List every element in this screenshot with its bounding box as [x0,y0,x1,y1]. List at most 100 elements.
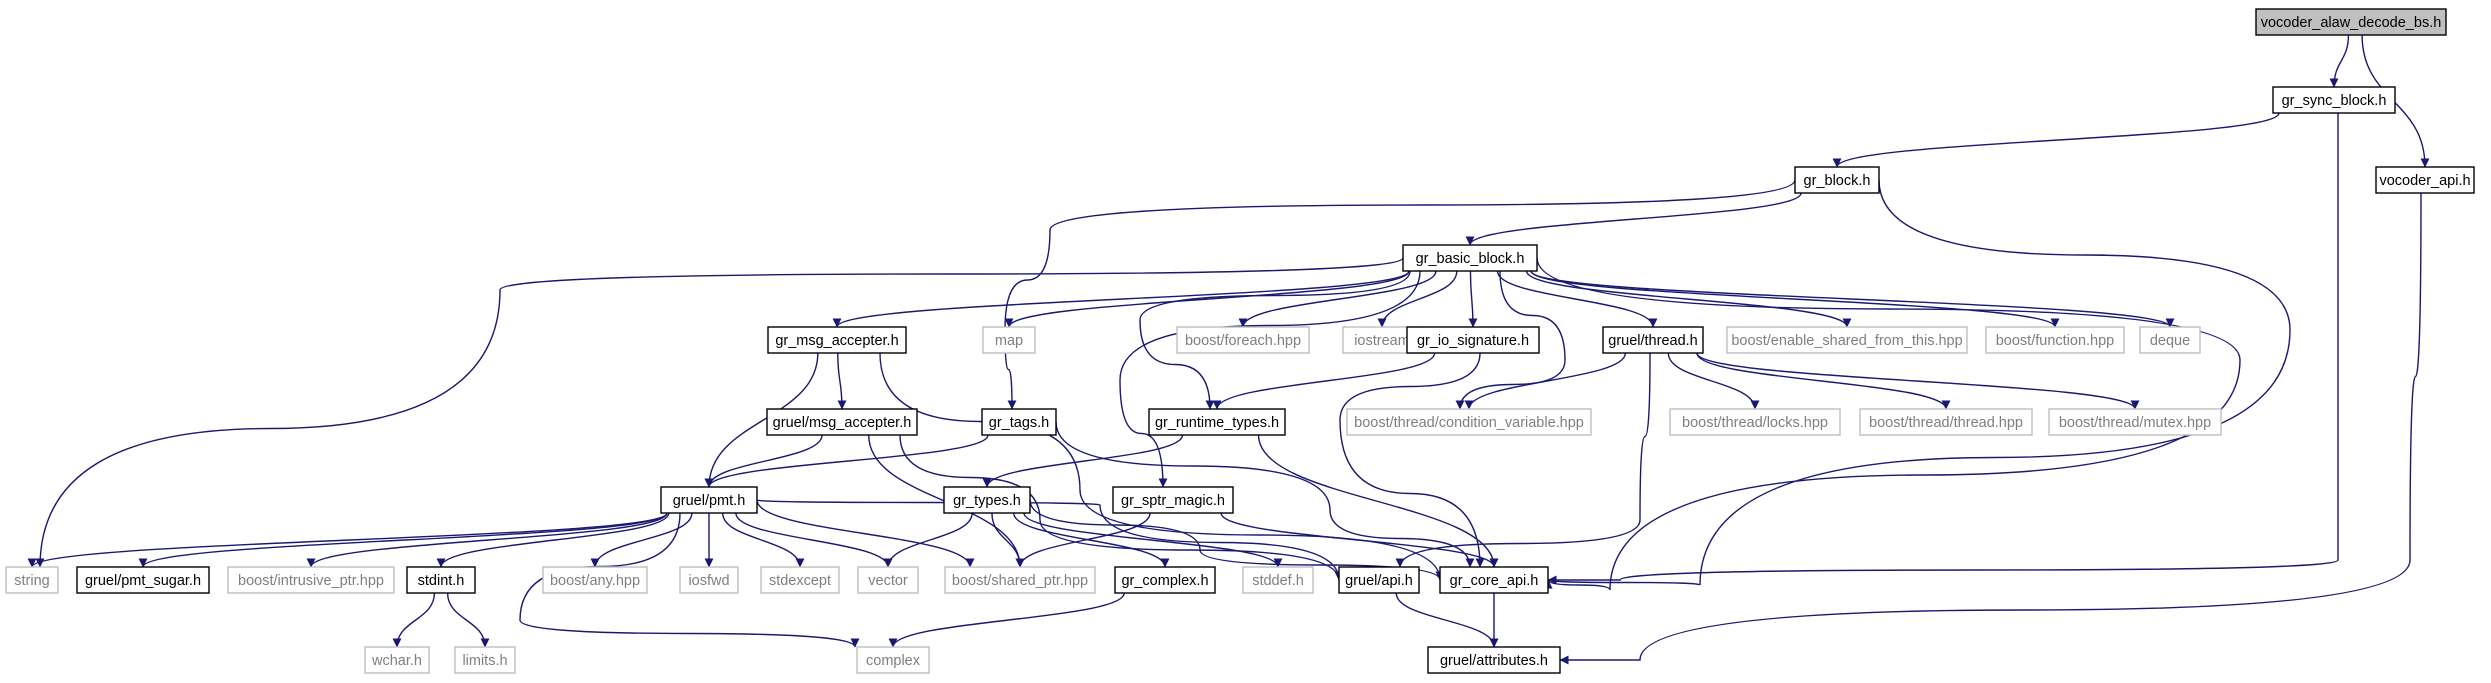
node-box [1176,326,1310,354]
edge-gr_msg_accepter_h-to-gr_core_api_h [879,352,1445,581]
edge-gr_runtime_types_h-to-gr_core_api_h [1257,434,1499,568]
node-stdexcept: stdexcept [760,566,840,594]
edge-gr_basic_block_h-to-boost_enable_shared_from_this_hpp [1525,270,1852,328]
node-vocoder_alaw_decode_bs_h[interactable]: vocoder_alaw_decode_bs.h [2255,8,2447,36]
node-label: stdint.h [418,573,465,589]
node-gruel_pmt_sugar_h[interactable]: gruel/pmt_sugar.h [76,566,210,594]
node-gruel_msg_accepter_h[interactable]: gruel/msg_accepter.h [766,408,918,436]
node-label: gr_io_signature.h [1417,333,1529,349]
edge-gr_types_h-to-gr_complex_h [1013,512,1170,568]
node-label: gr_sptr_magic.h [1121,493,1225,509]
node-boost_foreach_hpp: boost/foreach.hpp [1176,326,1310,354]
edge-gruel_pmt_h-to-boost_intrusive_ptr_hpp [306,512,668,568]
edge-gr_sptr_magic_h-to-gr_core_api_h [1220,512,1499,568]
node-box [981,408,1057,436]
node-gr_basic_block_h[interactable]: gr_basic_block.h [1402,244,1538,272]
node-box [2255,8,2447,36]
edge-gr_basic_block_h-to-gr_msg_accepter_h [832,270,1410,328]
edge-vocoder_alaw_decode_bs_h-to-gr_sync_block_h [2329,34,2350,88]
node-box [76,566,210,594]
node-iosfwd: iosfwd [679,566,739,594]
node-gr_sync_block_h[interactable]: gr_sync_block.h [2272,86,2396,114]
edge-gruel_pmt_h-to-gruel_pmt_sugar_h [138,512,668,568]
node-box [2139,326,2201,354]
node-box [1346,408,1592,436]
node-label: gruel/pmt.h [673,493,746,509]
edge-layer [27,34,2430,665]
node-stdint_h[interactable]: stdint.h [406,566,476,594]
node-box [1439,566,1549,594]
edge-gruel_thread_h-to-boost_thread_mutex_hpp [1696,352,2140,410]
edge-gruel_pmt_h-to-boost_shared_ptr_hpp [756,499,975,568]
node-label: boost/enable_shared_from_this.hpp [1731,333,1962,349]
node-label: gr_complex.h [1121,573,1208,589]
node-box [406,566,476,594]
edge-gr_sync_block_h-to-gr_core_api_h [1547,112,2339,585]
node-label: gr_tags.h [989,415,1049,431]
edge-gr_basic_block_h-to-deque [1530,270,2175,328]
node-box [1726,326,1968,354]
node-gr_types_h[interactable]: gr_types.h [943,486,1031,514]
node-gr_complex_h[interactable]: gr_complex.h [1114,566,1216,594]
node-box [5,566,59,594]
node-gr_tags_h[interactable]: gr_tags.h [981,408,1057,436]
node-gruel_attributes_h[interactable]: gruel/attributes.h [1427,646,1561,674]
node-vocoder_api_h[interactable]: vocoder_api.h [2375,166,2475,194]
node-box [679,566,739,594]
edge-gr_msg_accepter_h-to-gruel_pmt_h [704,352,819,488]
edge-gr_block_h-to-gr_basic_block_h [1465,192,1802,246]
node-label: gr_sync_block.h [2282,93,2387,109]
node-box [767,326,907,354]
node-gr_block_h[interactable]: gr_block.h [1794,166,1880,194]
node-box [1406,326,1540,354]
edge-gr_types_h-to-boost_shared_ptr_hpp [991,512,1025,568]
node-label: gr_basic_block.h [1416,251,1525,267]
edge-stdint_h-to-wchar_h [392,592,436,648]
node-box [1112,486,1234,514]
node-gruel_thread_h[interactable]: gruel/thread.h [1602,326,1704,354]
node-label: gr_core_api.h [1450,573,1539,589]
node-label: complex [866,653,921,669]
node-box [1985,326,2125,354]
node-gr_io_signature_h[interactable]: gr_io_signature.h [1406,326,1540,354]
node-label: vocoder_api.h [2379,173,2470,189]
node-label: gr_msg_accepter.h [775,333,898,349]
node-box [364,646,430,674]
node-box [1794,166,1880,194]
node-limits_h: limits.h [454,646,516,674]
node-box [1242,566,1314,594]
node-box [766,408,918,436]
edge-gruel_msg_accepter_h-to-gruel_api_h [899,434,1344,581]
node-boost_shared_ptr_hpp: boost/shared_ptr.hpp [944,566,1096,594]
node-gruel_pmt_h[interactable]: gruel/pmt.h [660,486,758,514]
node-gruel_api_h[interactable]: gruel/api.h [1338,566,1420,594]
node-box [2272,86,2396,114]
node-box [944,566,1096,594]
node-box [857,566,919,594]
edge-stdint_h-to-limits_h [446,592,490,648]
node-gr_sptr_magic_h[interactable]: gr_sptr_magic.h [1112,486,1234,514]
node-label: map [995,333,1023,349]
node-box [1602,326,1704,354]
edge-gr_complex_h-to-complex [888,592,1125,648]
edge-vocoder_api_h-to-gruel_attributes_h [1559,192,2422,665]
edge-gruel_pmt_h-to-boost_any_hpp [590,512,693,568]
edge-gr_tags_h-to-gruel_pmt_h [704,434,989,488]
node-box [2048,408,2222,436]
node-label: boost/intrusive_ptr.hpp [238,573,384,589]
node-gr_core_api_h[interactable]: gr_core_api.h [1439,566,1549,594]
node-gr_msg_accepter_h[interactable]: gr_msg_accepter.h [767,326,907,354]
edge-gruel_pmt_h-to-gruel_api_h [756,499,1344,581]
node-stddef_h: stddef.h [1242,566,1314,594]
edge-gr_basic_block_h-to-boost_foreach_hpp [1238,270,1437,328]
node-box [982,326,1036,354]
edge-gr_basic_block_h-to-gr_sptr_magic_h [1119,270,1421,488]
node-boost_enable_shared_from_this_hpp: boost/enable_shared_from_this.hpp [1726,326,1968,354]
edge-gr_sptr_magic_h-to-boost_shared_ptr_hpp [1015,512,1151,568]
node-box [542,566,648,594]
node-gr_runtime_types_h[interactable]: gr_runtime_types.h [1148,408,1286,436]
edge-gr_io_signature_h-to-gr_core_api_h [1339,352,1485,568]
node-label: deque [2150,333,2190,349]
node-box [454,646,516,674]
